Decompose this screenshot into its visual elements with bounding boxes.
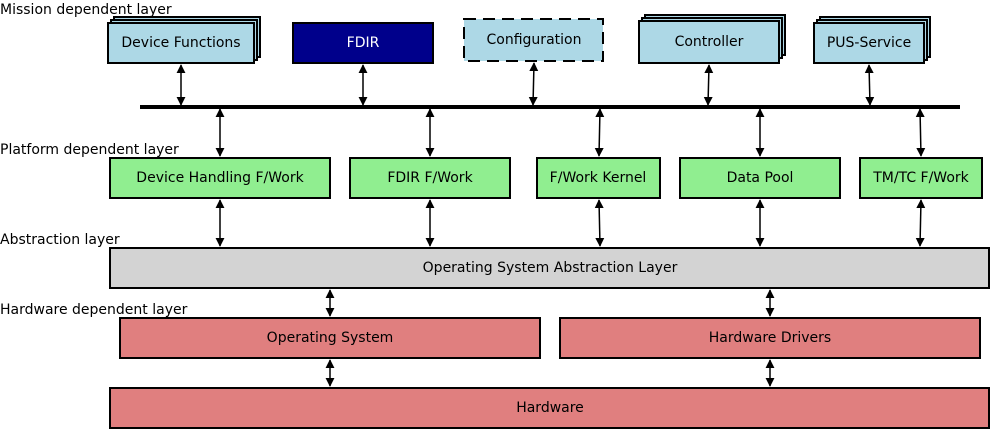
hardware-box: Hardware	[109, 387, 990, 429]
operating-system-box: Operating System	[119, 317, 541, 359]
fdir-fwork-box: FDIR F/Work	[349, 157, 511, 199]
hardware-drivers-label: Hardware Drivers	[709, 330, 831, 346]
operating-system-label: Operating System	[267, 330, 394, 346]
fdir-label: FDIR	[347, 35, 380, 51]
connector-arrow	[864, 64, 875, 106]
platform-layer-label: Platform dependent layer	[0, 142, 179, 158]
configuration-label: Configuration	[487, 32, 582, 48]
hardware-drivers-box: Hardware Drivers	[559, 317, 981, 359]
pus-service-box: PUS-Service	[813, 16, 931, 64]
fdir-fwork-label: FDIR F/Work	[387, 170, 473, 186]
hardware-label: Hardware	[516, 400, 584, 416]
tmtc-fwork-label: TM/TC F/Work	[872, 170, 969, 186]
pus-service-label: PUS-Service	[827, 35, 911, 51]
device-handling-label: Device Handling F/Work	[136, 170, 304, 186]
device-functions-label: Device Functions	[121, 35, 240, 51]
osal-box: Operating System Abstraction Layer	[109, 247, 990, 289]
connector-arrow	[594, 199, 605, 247]
fwork-kernel-label: F/Work Kernel	[550, 170, 647, 186]
fwork-kernel-box: F/Work Kernel	[536, 157, 661, 199]
mission-layer-label: Mission dependent layer	[0, 2, 172, 18]
connector-arrow	[594, 108, 605, 157]
abstraction-layer-label: Abstraction layer	[0, 232, 120, 248]
device-functions-box: Device Functions	[107, 16, 261, 64]
device-handling-box: Device Handling F/Work	[109, 157, 331, 199]
hardware-layer-label: Hardware dependent layer	[0, 302, 188, 318]
connector-arrow	[915, 108, 926, 157]
fdir-box: FDIR	[292, 22, 434, 64]
controller-label: Controller	[675, 34, 744, 50]
configuration-box: Configuration	[463, 18, 604, 62]
tmtc-fwork-box: TM/TC F/Work	[859, 157, 983, 199]
connector-arrow	[915, 199, 926, 247]
connector-arrow	[703, 64, 714, 106]
data-pool-label: Data Pool	[727, 170, 794, 186]
controller-box: Controller	[638, 14, 786, 64]
data-pool-box: Data Pool	[679, 157, 841, 199]
connector-arrow	[528, 62, 539, 106]
osal-label: Operating System Abstraction Layer	[423, 260, 678, 276]
